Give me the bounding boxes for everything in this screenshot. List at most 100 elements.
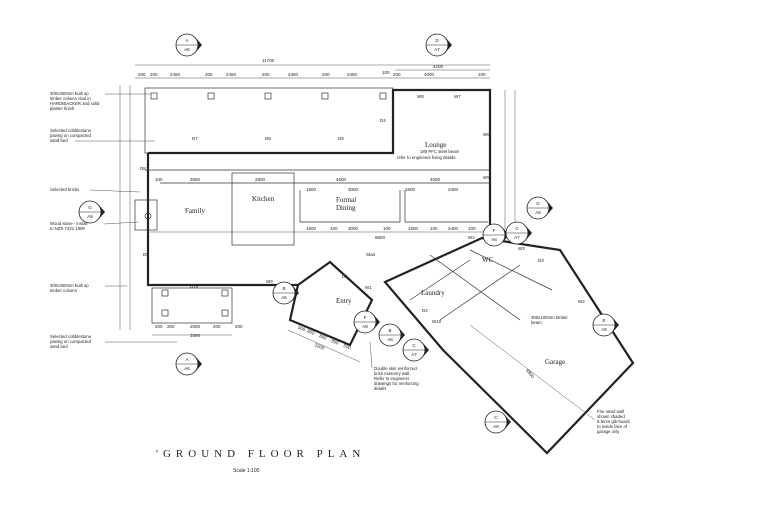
svg-text:paving on compacted: paving on compacted (50, 133, 91, 138)
note-cobblestone-top: Selected cobblestone paving on compacted… (50, 128, 155, 143)
dim: 4000 (430, 177, 441, 182)
dim-seg: 200 (150, 72, 158, 77)
dim: 2800 (255, 177, 266, 182)
svg-text:9.5mm gib-board: 9.5mm gib-board (597, 419, 630, 424)
svg-text:Fire rated wall: Fire rated wall (597, 409, 624, 414)
section-marker: GA9 (78, 200, 105, 224)
section-letter: G (536, 201, 540, 206)
svg-text:HARDIBACKER and solid: HARDIBACKER and solid (50, 101, 100, 106)
section-letter: B (388, 328, 391, 333)
door-tag: D3 (538, 258, 544, 263)
room-kitchen: Kitchen (252, 195, 275, 203)
dim: 500 (343, 343, 352, 351)
svg-text:180 PFC steel beam: 180 PFC steel beam (420, 149, 460, 154)
svg-text:Selected cobblestone: Selected cobblestone (50, 128, 92, 133)
door-tag: D6 (265, 136, 271, 141)
section-sheet: A8 (362, 324, 368, 329)
dim: 200 (167, 324, 175, 329)
dim: 1600 (306, 187, 317, 192)
section-sheet: A8 (491, 237, 497, 242)
dim: 200 (155, 324, 163, 329)
dim-seg: 4000 (424, 72, 435, 77)
dim: 200 (235, 324, 243, 329)
section-marker: B A6 (272, 281, 299, 305)
section-marker: AA6 (175, 352, 202, 376)
section-letter: B (282, 286, 285, 291)
svg-text:plaster finish: plaster finish (50, 106, 75, 111)
svg-text:drawings for reinforcing: drawings for reinforcing (374, 381, 419, 386)
room-family: Family (185, 207, 205, 215)
svg-text:Double skin reinforced: Double skin reinforced (374, 366, 417, 371)
door-tag: D5 (338, 136, 344, 141)
dim-overall: 11700 (262, 58, 275, 63)
section-marker: DA7 (425, 33, 452, 57)
dim: 1500 (408, 226, 419, 231)
dim: 1600 (405, 187, 416, 192)
svg-text:garage only: garage only (597, 429, 620, 434)
svg-text:Selected cobblestone: Selected cobblestone (50, 334, 92, 339)
section-letter: A (185, 38, 188, 43)
svg-text:Refer to engineers: Refer to engineers (374, 376, 409, 381)
drawing-scale: Scale 1:100 (233, 468, 260, 474)
section-sheet: A9 (87, 214, 93, 219)
section-sheet: A6 (281, 295, 287, 300)
door-tag: D9 (143, 252, 149, 257)
dim: 100 (155, 177, 163, 182)
section-letter: C (515, 226, 519, 231)
door-tag: D1 (342, 274, 348, 279)
svg-text:300x300mm built up: 300x300mm built up (50, 283, 89, 288)
room-labels: Family Kitchen Formal Dining Lounge Entr… (185, 141, 565, 366)
section-marker: B A6 (378, 323, 405, 347)
room-garage: Garage (545, 358, 565, 366)
window-tag: W7 (454, 94, 461, 99)
section-marker: C A7 (505, 221, 532, 245)
door-tag: D4 (380, 118, 386, 123)
note-timber-beam: 300x100mm timber beam (531, 315, 568, 325)
door-tag: D10 (190, 284, 199, 289)
section-marker: F A8 (353, 310, 380, 334)
window-tag: W6 (483, 132, 490, 137)
interior-dimensions: 100 3650 2800 4600 4000 1600 3000 1600 2… (155, 177, 535, 379)
section-sheet: A6 (387, 337, 393, 342)
dim: 500 (297, 325, 306, 333)
section-letter: F (364, 315, 367, 320)
dim: 3400 (190, 333, 201, 338)
dim-seg: 200 (393, 72, 401, 77)
svg-text:paving on compacted: paving on compacted (50, 339, 91, 344)
dim-seg: 100 (478, 72, 486, 77)
room-entry: Entry (336, 297, 352, 305)
window-tag: W5 (483, 175, 490, 180)
dim: 200 (213, 324, 221, 329)
drawing-title: 'GROUND FLOOR PLAN (156, 448, 365, 460)
svg-text:300x300mm built up: 300x300mm built up (50, 91, 89, 96)
section-sheet: A7 (434, 47, 440, 52)
svg-text:beam: beam (531, 320, 542, 325)
dim-seg: 2450 (347, 72, 358, 77)
section-letter: C (494, 415, 498, 420)
section-marker: EA8 (592, 313, 619, 337)
dim: 800 (306, 328, 315, 336)
room-lounge: Lounge (425, 141, 446, 149)
window-tag: W1 (365, 285, 372, 290)
garage-laundry-wing (287, 236, 635, 455)
section-sheet: A7 (514, 235, 520, 240)
dim: 800 (331, 338, 340, 346)
dim: 1500 (306, 226, 317, 231)
window-tag: W3 (518, 246, 525, 251)
note-bricks: Selected bricks (50, 187, 79, 192)
dim: 2600 (190, 324, 201, 329)
room-wc: WC (482, 256, 494, 264)
note-timber-column-clad: 300x300mm built up timber column clad in… (50, 91, 150, 111)
section-marker: AA6 (175, 33, 202, 57)
dim-seg: 200 (205, 72, 213, 77)
door-tag: D7 (192, 136, 198, 141)
note-cobblestone-bottom: Selected cobblestone paving on compacted… (50, 334, 177, 349)
section-letter: C (412, 343, 416, 348)
section-marker: GA8 (526, 196, 553, 220)
dim: 3200 (314, 342, 326, 351)
dim: 100 (468, 226, 476, 231)
door-tag: D8 (140, 166, 146, 171)
dim-garage: 6850 (525, 368, 535, 379)
window-tag: W9 (266, 279, 273, 284)
section-marker: CA8 (484, 410, 511, 434)
